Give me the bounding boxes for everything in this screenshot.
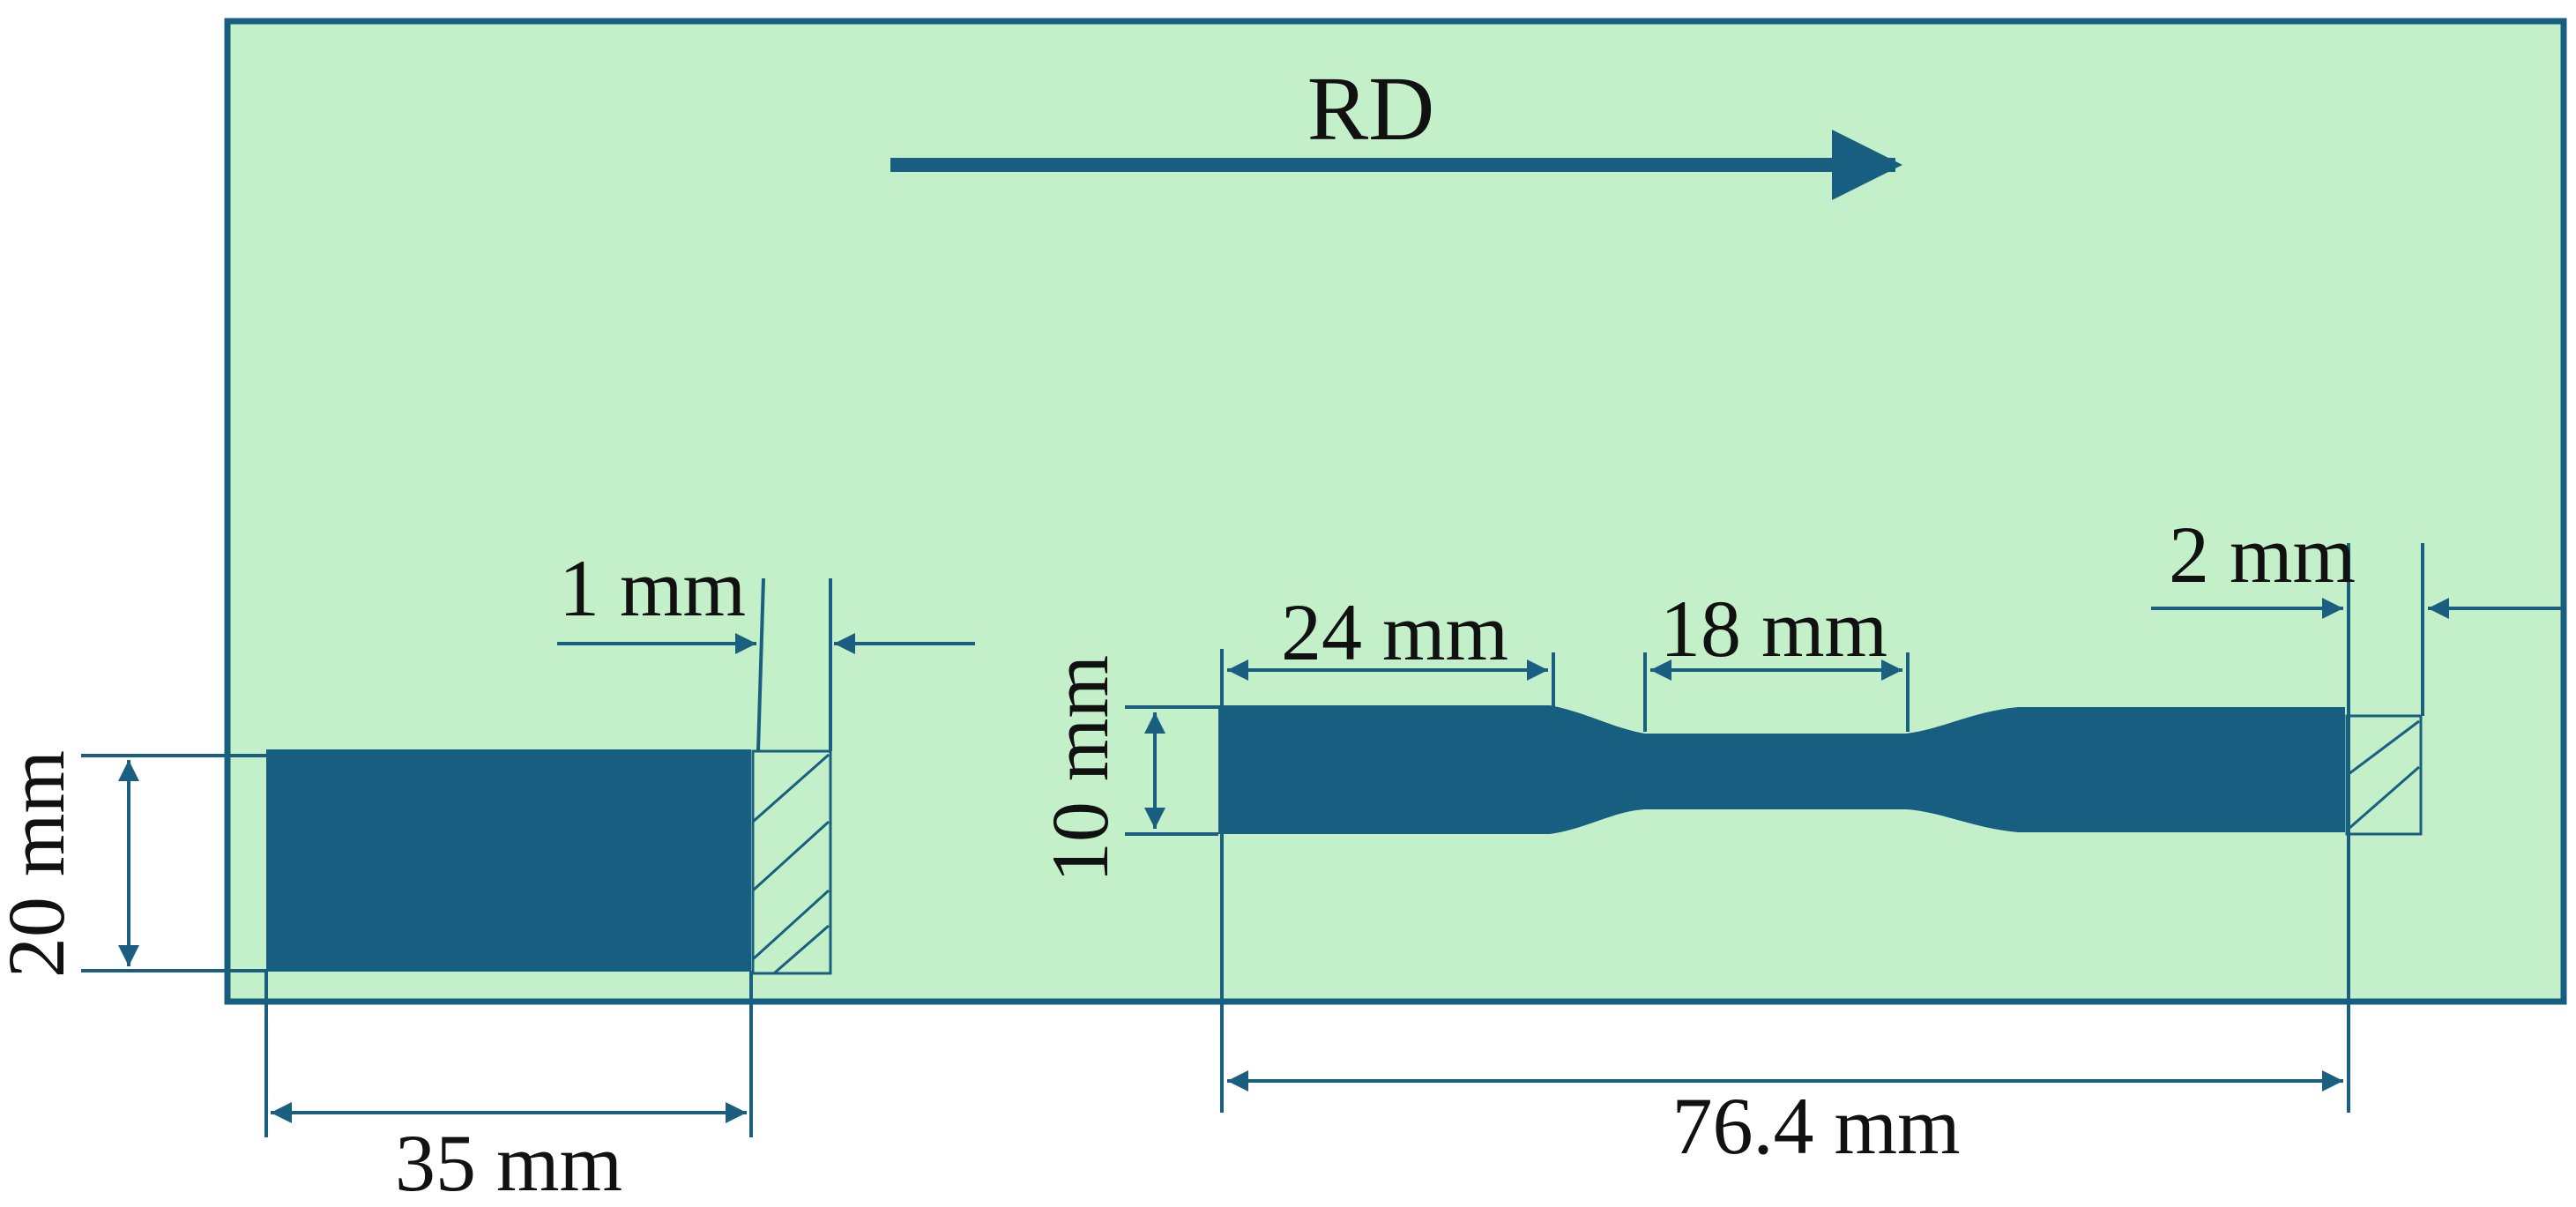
dogbone-gauge-label: 18 mm xyxy=(1660,584,1887,674)
dogbone-offset-label: 2 mm xyxy=(2169,510,2356,600)
dogbone-specimen xyxy=(1218,705,2345,834)
rect-height-dimension xyxy=(81,754,266,972)
rect-height-label: 20 mm xyxy=(0,750,81,978)
dogbone-extension-lines xyxy=(1220,543,2424,1113)
rect-width-label: 35 mm xyxy=(395,1118,622,1207)
rectangular-specimen xyxy=(266,749,751,972)
dogbone-offset-hatching xyxy=(2348,719,2420,831)
dogbone-grip-label: 24 mm xyxy=(1281,587,1508,677)
dogbone-width-dimension xyxy=(1125,705,1218,836)
rect-offset-dimension xyxy=(557,577,975,752)
dogbone-total-length-label: 76.4 mm xyxy=(1671,1081,1960,1171)
rect-width-dimension xyxy=(264,971,753,1137)
rect-offset-hatching xyxy=(751,753,830,975)
rect-offset-strip xyxy=(751,749,832,975)
dogbone-width-label: 10 mm xyxy=(1035,655,1125,883)
rd-label: RD xyxy=(1307,58,1434,160)
rect-offset-label: 1 mm xyxy=(559,543,746,633)
